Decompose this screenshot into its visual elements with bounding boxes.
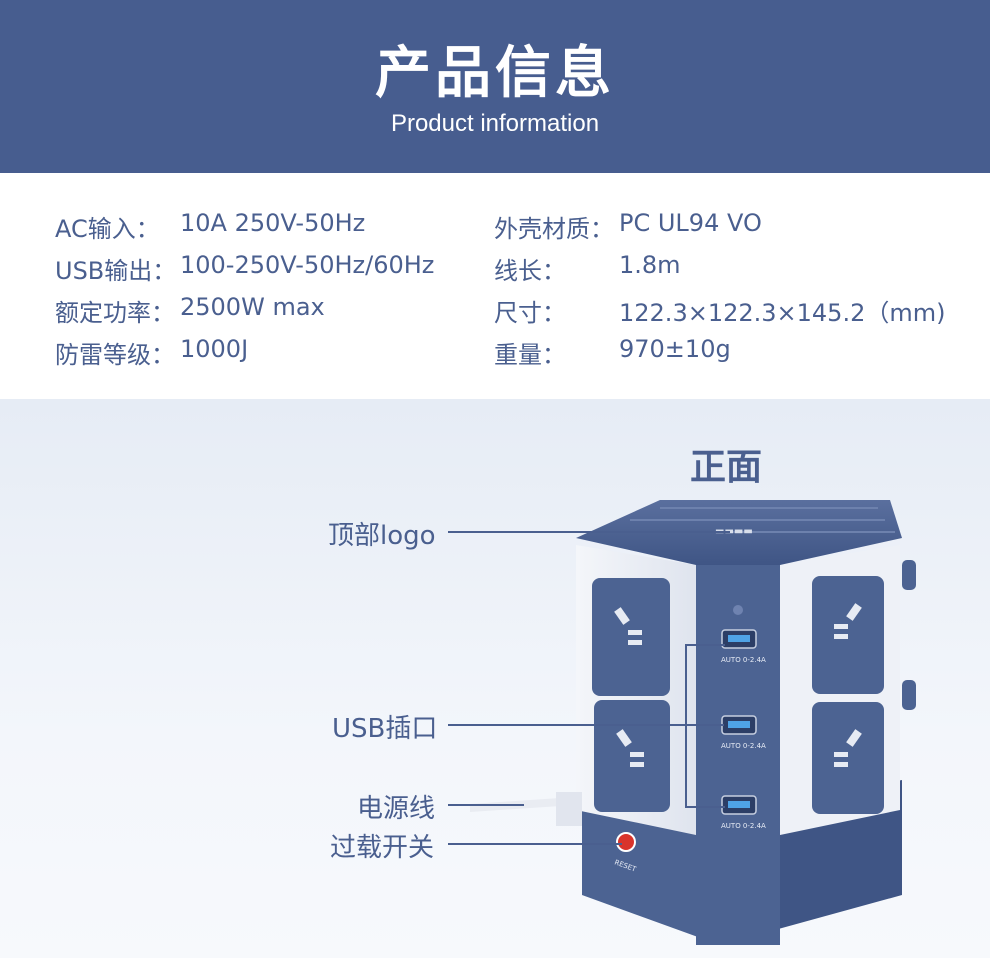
- usb-port-3: AUTO 0-2.4A: [721, 795, 766, 830]
- spec-key: USB输出：: [55, 257, 177, 285]
- callout-line-usb: [448, 724, 724, 726]
- socket-left-upper: [592, 578, 670, 696]
- reset-button: [616, 832, 636, 852]
- label-overload-switch: 过载开关: [330, 833, 435, 863]
- header-banner: 产品信息 Product information: [0, 0, 990, 173]
- socket-right-lower: [812, 702, 884, 814]
- usb-port-1: AUTO 0-2.4A: [721, 629, 766, 664]
- spec-value: PC UL94 VO: [619, 209, 762, 237]
- callout-line-overload: [448, 843, 622, 845]
- spec-key: 额定功率：: [55, 299, 175, 327]
- spec-key: 线长：: [494, 257, 566, 285]
- svg-text:AUTO 0-2.4A: AUTO 0-2.4A: [721, 822, 766, 830]
- spec-value: 10A 250V-50Hz: [180, 209, 366, 237]
- spec-value: 122.3×122.3×145.2（mm): [619, 299, 946, 327]
- label-usb-port: USB插口: [332, 714, 438, 744]
- spec-key: 重量：: [494, 341, 566, 369]
- spec-key: 外壳材质：: [494, 215, 614, 243]
- spec-value: 970±10g: [619, 335, 731, 363]
- center-spine: [696, 565, 780, 945]
- spec-key: 尺寸：: [494, 299, 566, 327]
- spec-value: 100-250V-50Hz/60Hz: [180, 251, 435, 279]
- spec-value: 1.8m: [619, 251, 681, 279]
- callout-line-power-cord: [448, 804, 524, 806]
- callout-bracket-bottom: [685, 806, 725, 808]
- callout-bracket-top: [685, 644, 725, 646]
- callout-line-top-logo: [448, 531, 730, 533]
- label-top-logo: 顶部logo: [328, 521, 436, 551]
- page-title: 产品信息: [375, 41, 615, 106]
- spec-key: AC输入：: [55, 215, 160, 243]
- power-strip-illustration: ▬▬▬▬ AUTO 0-2.4A AUTO 0-2.4A AUTO 0-2.4A: [470, 500, 916, 945]
- svg-text:AUTO 0-2.4A: AUTO 0-2.4A: [721, 742, 766, 750]
- top-logo-mark: ▬▬▬▬: [715, 526, 753, 537]
- spec-value: 1000J: [180, 335, 249, 363]
- callout-bracket-vertical: [685, 644, 687, 808]
- spec-value: 2500W max: [180, 293, 325, 321]
- spec-key: 防雷等级：: [55, 341, 175, 369]
- front-view-title: 正面: [690, 447, 763, 488]
- spec-section: AC输入： 10A 250V-50Hz USB输出： 100-250V-50Hz…: [0, 173, 990, 399]
- svg-text:AUTO 0-2.4A: AUTO 0-2.4A: [721, 656, 766, 664]
- label-power-cord: 电源线: [357, 794, 436, 824]
- page-subtitle: Product information: [390, 110, 600, 137]
